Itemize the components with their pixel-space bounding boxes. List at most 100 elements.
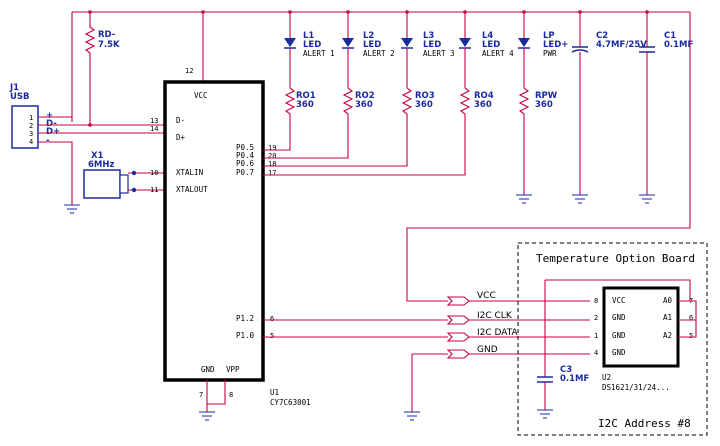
- mcu-pin-p04-num: 20: [268, 152, 276, 160]
- led-1-ref: L1: [303, 31, 314, 41]
- mcu-pin-p05-num: 19: [268, 144, 276, 152]
- board-title: Temperature Option Board: [536, 252, 695, 265]
- board-chip: [602, 286, 680, 368]
- mcu-pin-p10: P1.0: [236, 331, 255, 340]
- mcu-ref: U1: [270, 388, 279, 397]
- connector-signal-gnd: -: [46, 136, 50, 146]
- pullup-resistor: RD- 7.5K: [84, 26, 120, 125]
- resistor-power-value: 360: [535, 100, 553, 110]
- mcu-body: [163, 80, 265, 382]
- mcu-pin-xtalout-num: 11: [150, 186, 158, 194]
- led-column-2: L2 LED ALERT 2 RO2 360: [263, 12, 395, 159]
- board-chip-pin-gnd-3: GND: [612, 348, 626, 357]
- resistor-4-ref: RO4: [474, 91, 494, 101]
- mcu-pin-vpp: VPP: [226, 365, 240, 374]
- capacitor-c2-ref: C2: [596, 31, 608, 41]
- led-1-label: ALERT 1: [303, 49, 335, 58]
- capacitor-c3-ref: C3: [560, 365, 572, 375]
- mcu: 12 VCC 13 D- 14 D+ 10 XTALIN 11 XTALOUT …: [150, 67, 311, 412]
- resistor-3-ref: RO3: [415, 91, 435, 101]
- led-3-label: ALERT 3: [423, 49, 455, 58]
- mcu-pin-gnd-num: 7: [199, 391, 203, 399]
- capacitor-c2-value: 4.7MF/25V: [596, 40, 647, 50]
- mcu-pin-p07-num: 17: [268, 169, 276, 177]
- mcu-pin-p06: P0.6: [236, 159, 255, 168]
- mcu-pin-vpp-num: 8: [229, 391, 233, 399]
- connector-body: [11, 105, 39, 149]
- capacitor-c1-ref: C1: [664, 31, 676, 41]
- capacitor-c1-value: 0.1MF: [664, 40, 694, 50]
- resistor-3-value: 360: [415, 100, 433, 110]
- usb-connector: J1 USB 1 2 3 4 + D- D+ -: [9, 83, 165, 205]
- mcu-pin-p12: P1.2: [236, 314, 254, 323]
- connector-pin-2: 2: [29, 122, 33, 130]
- led-2-type: LED: [363, 40, 381, 50]
- mcu-pin-p05: P0.5: [236, 143, 254, 152]
- vcc-feed-wire: [406, 12, 691, 302]
- ground-usb: [64, 204, 80, 214]
- capacitor-c2: C2 4.7MF/25V: [571, 12, 647, 195]
- mcu-pin-dplus-num: 14: [150, 125, 158, 133]
- connector-pin-1: 1: [29, 114, 33, 122]
- mcu-pin-gnd: GND: [201, 365, 215, 374]
- led-4-label: ALERT 4: [482, 49, 514, 58]
- mcu-pin-xtalin-num: 10: [150, 169, 158, 177]
- board-chip-pin-gnd-1-num: 2: [594, 314, 598, 322]
- board-chip-part: DS1621/31/24...: [602, 383, 670, 392]
- ground-c2: [572, 194, 588, 204]
- ground-c1: [639, 194, 655, 204]
- board-chip-pin-a1: A1: [663, 313, 672, 322]
- net-label-clk: I2C CLK: [477, 311, 513, 321]
- connector-signal-dminus: D-: [46, 119, 57, 129]
- crystal: X1 6MHz: [83, 151, 165, 199]
- board-chip-pin-vcc-num: 8: [594, 297, 598, 305]
- board-chip-pin-gnd-1: GND: [612, 313, 626, 322]
- connector-ref: J1: [9, 83, 19, 93]
- mcu-pin-xtalout: XTALOUT: [176, 185, 208, 194]
- ground-led-power: [516, 194, 532, 204]
- led-3-type: LED: [423, 40, 441, 50]
- led-column-3: L3 LED ALERT 3 RO3 360: [263, 12, 455, 167]
- led-1-type: LED: [303, 40, 321, 50]
- mcu-pin-p04: P0.4: [236, 151, 255, 160]
- connector-signal-vplus: +: [46, 111, 53, 121]
- board-chip-pin-vcc: VCC: [612, 296, 626, 305]
- board-outline: [517, 242, 708, 436]
- led-3-ref: L3: [423, 31, 434, 41]
- led-power-ref: LP: [543, 31, 555, 41]
- board-chip-pin-a2: A2: [663, 331, 672, 340]
- connector-signal-dplus: D+: [46, 127, 60, 137]
- mcu-pin-dminus-num: 13: [150, 117, 158, 125]
- pullup-value: 7.5K: [98, 40, 120, 50]
- led-column-4: L4 LED ALERT 4 RO4 360: [263, 12, 514, 176]
- board-chip-pin-gnd-2-num: 1: [594, 332, 598, 340]
- capacitor-c3-value: 0.1MF: [560, 374, 590, 384]
- led-4-type: LED: [482, 40, 500, 50]
- net-label-data: I2C DATA: [477, 328, 519, 338]
- mcu-pin-xtalin: XTALIN: [176, 168, 203, 177]
- mcu-pin-dplus: D+: [176, 133, 186, 142]
- crystal-ref: X1: [91, 151, 104, 161]
- board-chip-pin-gnd-2: GND: [612, 331, 626, 340]
- ground-mcu: [199, 411, 215, 421]
- net-label-vcc: VCC: [477, 291, 496, 301]
- mcu-pin-vcc: VCC: [194, 91, 208, 100]
- led-2-label: ALERT 2: [363, 49, 395, 58]
- net-connector-gnd: GND: [446, 345, 590, 359]
- mcu-pin-p06-num: 18: [268, 160, 276, 168]
- led-power-type: LED+: [543, 40, 568, 50]
- net-connector-data: I2C DATA: [446, 328, 590, 342]
- board-chip-pin-a1-num: 6: [689, 314, 693, 322]
- led-4-ref: L4: [482, 31, 493, 41]
- mcu-pin-dminus: D-: [176, 116, 185, 125]
- resistor-2-ref: RO2: [355, 91, 375, 101]
- board-chip-pin-a2-num: 5: [689, 332, 693, 340]
- net-label-gnd: GND: [477, 345, 498, 355]
- net-connector-vcc: VCC: [446, 291, 590, 306]
- temperature-option-board: Temperature Option Board I2C Address #8 …: [517, 242, 708, 436]
- connector-pin-4: 4: [29, 138, 33, 146]
- net-connector-clk: I2C CLK: [446, 311, 590, 325]
- mcu-part: CY7C63001: [270, 398, 311, 407]
- led-column-1: L1 LED ALERT 1 RO1 360: [263, 12, 335, 151]
